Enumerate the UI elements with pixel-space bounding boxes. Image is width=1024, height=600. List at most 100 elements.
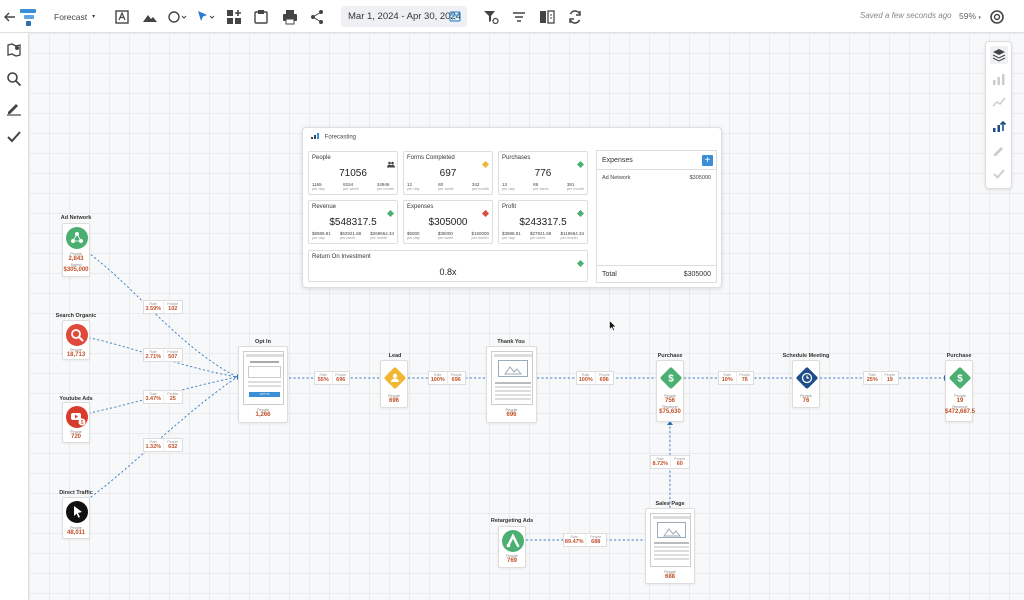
image-tool-icon[interactable] <box>142 0 158 33</box>
bar-chart-icon[interactable] <box>991 71 1007 87</box>
purchase-diamond-icon <box>577 155 584 168</box>
per-week-value: 80 <box>438 182 444 187</box>
svg-text:$: $ <box>81 420 84 426</box>
per-month-value: 34946 <box>376 182 390 187</box>
stat-people: 688 <box>591 539 601 545</box>
clipboard-icon[interactable] <box>253 0 269 33</box>
forecasting-header: Forecasting <box>311 133 356 141</box>
view-mode-panel <box>985 41 1012 189</box>
funnel-canvas[interactable] <box>29 33 1024 600</box>
sales-page-node[interactable]: People 688 <box>645 508 695 584</box>
add-expense-button[interactable]: + <box>702 155 713 166</box>
total-label: Total <box>602 270 617 278</box>
text-tool-icon[interactable] <box>114 0 130 33</box>
stat-rate: 3.47% <box>145 396 162 402</box>
funnel-name: Forecast <box>54 11 88 22</box>
search-organic-node[interactable]: People 18,713 <box>62 320 90 360</box>
edit-pencil-icon[interactable] <box>6 100 22 116</box>
card-label: People <box>312 155 331 161</box>
youtube-ads-node[interactable]: $ People 720 <box>62 402 90 443</box>
people-label: People <box>335 373 347 377</box>
opt-in-title: Opt In <box>255 339 271 345</box>
people-label: People <box>70 430 82 434</box>
saved-status: Saved a few seconds ago <box>860 11 952 20</box>
trend-line-icon[interactable] <box>991 94 1007 110</box>
roi-value: 0.8x <box>439 267 457 277</box>
card-value: $243317.5 <box>519 217 567 228</box>
search-icon[interactable] <box>6 71 22 87</box>
purchase-node[interactable]: $ People 19 Revenue $472,687.5 <box>945 360 975 422</box>
thank-you-title: Thank You <box>497 339 525 345</box>
card-label: Profit <box>502 204 517 210</box>
filter-settings-icon[interactable] <box>482 0 500 33</box>
expense-row[interactable]: Ad Network $305000 <box>602 175 711 181</box>
ad-network-node[interactable]: People 2,843 Spend $305,000 <box>62 223 90 277</box>
people-label: People <box>954 394 966 398</box>
per-month-label: per month <box>471 187 489 191</box>
rate-label: Rate <box>319 373 327 377</box>
opt-in-page-node[interactable]: OPT IN People 1,266 <box>238 346 288 423</box>
print-icon[interactable] <box>282 0 298 33</box>
lead-node[interactable]: People 696 <box>380 360 408 408</box>
add-element-icon[interactable] <box>226 0 242 33</box>
per-day-value: 12 <box>407 182 413 187</box>
calendar-icon <box>449 10 461 25</box>
per-week-value: $62921.68 <box>339 231 362 236</box>
people-label: People <box>664 570 676 574</box>
compare-icon[interactable] <box>539 0 555 33</box>
profit-diamond-icon <box>577 204 584 217</box>
support-icon[interactable] <box>989 0 1005 33</box>
per-day-label: per day <box>312 236 325 240</box>
back-arrow-icon[interactable] <box>3 0 17 33</box>
revenue-label: Revenue <box>662 405 678 409</box>
forecast-chart-icon[interactable] <box>991 118 1007 134</box>
edit-pencil-icon[interactable] <box>991 142 1007 158</box>
card-value: $305000 <box>428 217 468 228</box>
thank-you-page-node[interactable]: People 696 <box>486 346 537 423</box>
page-thumbnail <box>650 513 691 567</box>
checkmark-icon[interactable] <box>6 129 22 145</box>
schedule-meeting-node[interactable]: People 76 <box>792 360 820 408</box>
per-month-label: per month <box>471 236 489 240</box>
stat-rate: 100% <box>578 377 593 383</box>
filter-lines-icon[interactable] <box>511 0 527 33</box>
stat-rate: 8.72% <box>652 461 669 467</box>
zoom-dropdown[interactable]: 59% ▾ <box>959 11 981 21</box>
rate-label: Rate <box>149 392 157 396</box>
share-icon[interactable] <box>309 0 325 33</box>
funnel-name-dropdown[interactable]: Forecast ▾ <box>54 0 98 33</box>
direct-traffic-node[interactable]: People 48,011 <box>62 497 90 539</box>
refresh-icon[interactable] <box>567 0 583 33</box>
layers-icon[interactable] <box>990 46 1008 64</box>
network-icon <box>66 227 88 249</box>
per-month-value: $269664.34 <box>370 231 394 236</box>
lead-person-icon <box>383 366 407 390</box>
people-label: People <box>664 394 676 398</box>
shape-tool-icon[interactable] <box>167 0 189 33</box>
map-pin-icon[interactable] <box>6 42 22 58</box>
people-label: People <box>70 348 82 352</box>
expense-diamond-icon <box>482 204 489 217</box>
checkmark-icon[interactable] <box>991 166 1007 182</box>
people-label: People <box>884 373 896 377</box>
stat-rate: 2.71% <box>145 354 162 360</box>
date-range-picker[interactable]: Mar 1, 2024 - Apr 30, 2024 <box>341 6 467 27</box>
purchase-node[interactable]: $ People 756 Revenue $75,630 <box>656 360 684 422</box>
retargeting-ads-node[interactable]: People 769 <box>498 526 526 568</box>
per-week-value: 8154 <box>343 182 354 187</box>
cursor-tool-icon[interactable] <box>195 0 217 33</box>
stat-people: 696 <box>599 377 609 383</box>
